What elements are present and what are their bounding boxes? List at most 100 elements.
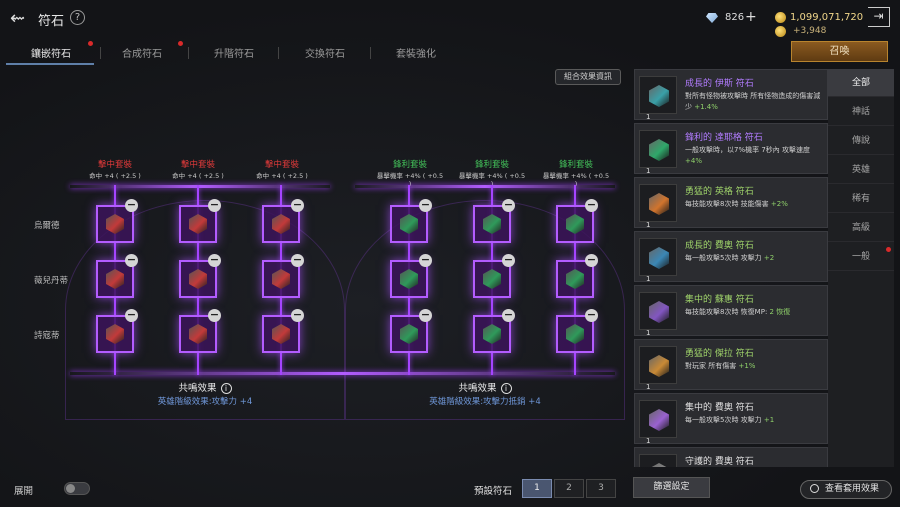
filter-5[interactable]: 高級 — [828, 214, 894, 242]
exit-icon[interactable]: ⇥ — [868, 7, 890, 27]
rune-slot[interactable] — [556, 315, 594, 353]
remove-rune-icon[interactable]: − — [291, 308, 304, 322]
summon-button[interactable]: 召喚 — [791, 41, 888, 62]
remove-rune-icon[interactable]: − — [208, 198, 221, 212]
remove-rune-icon[interactable]: − — [125, 308, 138, 322]
set-bonus: 暴擊機率 +4% ( +0.5 ) — [458, 172, 526, 188]
filter-4[interactable]: 稀有 — [828, 185, 894, 213]
rune-description: 每技能攻擊8次時 技能傷害 +2% — [685, 199, 825, 210]
rune-slot[interactable] — [390, 260, 428, 298]
remove-rune-icon[interactable]: − — [585, 308, 598, 322]
remove-rune-icon[interactable]: − — [125, 253, 138, 267]
preset-button-1[interactable]: 1 — [522, 479, 552, 498]
rune-count: 1 — [646, 437, 651, 445]
expand-toggle[interactable] — [64, 482, 90, 495]
filter-1[interactable]: 神話 — [828, 98, 894, 126]
preset-button-2[interactable]: 2 — [554, 479, 584, 498]
remove-rune-icon[interactable]: − — [419, 308, 432, 322]
rune-name: 成長的 伊斯 符石 — [685, 79, 754, 89]
remove-rune-icon[interactable]: − — [585, 198, 598, 212]
set-name: 鋒利套裝 — [474, 160, 509, 170]
add-diamond-icon[interactable]: + — [745, 9, 757, 25]
tab-exchange-rune[interactable]: 交換符石 — [305, 49, 345, 60]
tab-set-enhance[interactable]: 套裝強化 — [396, 49, 436, 60]
remove-rune-icon[interactable]: − — [291, 253, 304, 267]
tab-socket-rune[interactable]: 鑲嵌符石 — [31, 49, 71, 60]
tab-separator — [188, 47, 189, 59]
tab-upgrade-rune[interactable]: 升階符石 — [214, 49, 254, 60]
remove-rune-icon[interactable]: − — [419, 253, 432, 267]
rune-effect-text: 每一般攻擊5次時 攻擊力 — [685, 254, 762, 262]
remove-rune-icon[interactable]: − — [502, 198, 515, 212]
rune-slot[interactable] — [262, 260, 300, 298]
info-icon[interactable]: i — [220, 383, 232, 394]
filter-6[interactable]: 一般 — [828, 243, 894, 271]
rune-description: 每技能攻擊8次時 恢復MP: 2 恢復 — [685, 307, 825, 318]
rune-gem-icon — [400, 214, 418, 234]
filter-settings-button[interactable]: 篩選設定 — [633, 477, 710, 498]
remove-rune-icon[interactable]: − — [291, 198, 304, 212]
tab-synthesize-rune[interactable]: 合成符石 — [122, 49, 162, 60]
remove-rune-icon[interactable]: − — [502, 308, 515, 322]
filter-0[interactable]: 全部 — [828, 69, 894, 97]
filter-3[interactable]: 英雄 — [828, 156, 894, 184]
set-name: 鋒利套裝 — [392, 160, 427, 170]
combo-effect-info-button[interactable]: 組合效果資訊 — [555, 69, 621, 85]
search-icon — [810, 484, 819, 493]
back-icon[interactable]: ⇜ — [10, 8, 26, 29]
resonance-label: 共鳴效果 — [458, 383, 497, 394]
rune-count: 1 — [646, 113, 651, 121]
rune-slot[interactable] — [179, 260, 217, 298]
rune-gem-icon — [106, 269, 124, 289]
top-glow-bar — [70, 185, 330, 188]
rune-name: 勇猛的 英格 符石 — [685, 187, 754, 197]
rune-gem-icon — [649, 463, 669, 467]
help-icon[interactable]: ? — [70, 10, 85, 25]
preset-button-3[interactable]: 3 — [586, 479, 616, 498]
rune-list-item[interactable]: 1 成長的 伊斯 符石對所有怪物被攻擊時 所有怪物造成的傷害減少 +1.4% — [634, 69, 828, 121]
row-label: 烏爾德 — [34, 221, 60, 231]
rune-bonus: +2% — [770, 200, 788, 208]
active-tab-indicator — [6, 63, 94, 65]
rune-list-item[interactable]: 守護的 費奧 符石 — [634, 447, 828, 467]
diamond-count: 826 — [725, 12, 745, 23]
rune-thumbnail: 1 — [639, 292, 677, 337]
rune-slot[interactable] — [262, 205, 300, 243]
remove-rune-icon[interactable]: − — [419, 198, 432, 212]
remove-rune-icon[interactable]: − — [208, 308, 221, 322]
rune-bonus: +2 — [763, 254, 775, 262]
rune-gem-icon — [649, 301, 669, 323]
rune-gem-icon — [649, 247, 669, 269]
rune-name: 成長的 費奧 符石 — [685, 241, 754, 251]
remove-rune-icon[interactable]: − — [585, 253, 598, 267]
rune-slot[interactable] — [179, 205, 217, 243]
notification-dot — [178, 41, 183, 46]
remove-rune-icon[interactable]: − — [125, 198, 138, 212]
rune-gem-icon — [649, 355, 669, 377]
rune-effect-text: 對玩家 所有傷害 — [685, 362, 737, 370]
info-icon[interactable]: i — [500, 383, 512, 394]
remove-rune-icon[interactable]: − — [208, 253, 221, 267]
rune-description: 一般攻擊時，以7%機率 7秒內 攻擊速度 +4% — [685, 145, 825, 167]
rune-slot[interactable] — [96, 315, 134, 353]
top-glow-bar — [355, 185, 615, 188]
rune-count: 1 — [646, 167, 651, 175]
filter-2[interactable]: 傳說 — [828, 127, 894, 155]
view-applied-effects-button[interactable]: 查看套用效果 — [800, 480, 892, 499]
rune-name: 勇猛的 傑拉 符石 — [685, 349, 754, 359]
rune-bonus: +1 — [763, 416, 775, 424]
header: ⇜ 符石 ? 826 + 1,099,071,720 +3,948 ⇥ — [0, 0, 900, 38]
rune-slot[interactable] — [262, 315, 300, 353]
magic-circle-decoration — [345, 200, 625, 420]
rune-gem-icon — [649, 139, 669, 161]
rune-gem-icon — [649, 409, 669, 431]
rune-description: 對所有怪物被攻擊時 所有怪物造成的傷害減少 +1.4% — [685, 91, 825, 113]
remove-rune-icon[interactable]: − — [502, 253, 515, 267]
